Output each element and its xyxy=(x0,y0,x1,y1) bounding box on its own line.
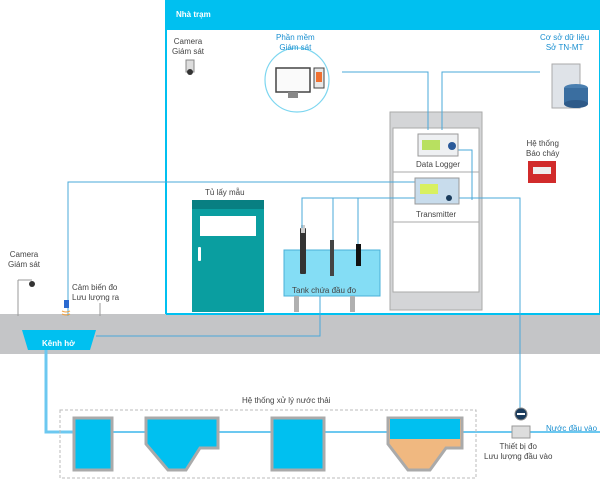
treatment-boundary xyxy=(59,409,477,479)
flow-sensor-out-icon xyxy=(64,300,69,308)
data-logger-label: Data Logger xyxy=(416,160,461,169)
input-water-label: Nước đầu vào xyxy=(546,424,598,433)
station-header xyxy=(166,0,600,30)
station-title: Nhà trạm xyxy=(176,10,211,19)
probe-3 xyxy=(356,244,361,266)
treatment-system-label: Hệ thống xử lý nước thải xyxy=(242,396,331,405)
open-channel-water xyxy=(22,330,96,350)
treatment-tank-3 xyxy=(270,416,326,472)
open-channel-label: Kênh hở xyxy=(42,339,75,348)
sampler-label: Tủ lấy mẫu xyxy=(205,188,245,197)
treatment-tank-2 xyxy=(144,416,220,472)
flow-meter-body xyxy=(511,425,531,439)
ground xyxy=(0,314,600,354)
treatment-tank-1 xyxy=(72,416,114,472)
camera-channel-icon xyxy=(29,281,35,287)
transmitter-label: Transmitter xyxy=(416,210,457,219)
probe-2 xyxy=(330,240,334,276)
sensor-tank-label: Tank chứa đầu đo xyxy=(292,286,357,295)
probe-1 xyxy=(300,228,306,274)
